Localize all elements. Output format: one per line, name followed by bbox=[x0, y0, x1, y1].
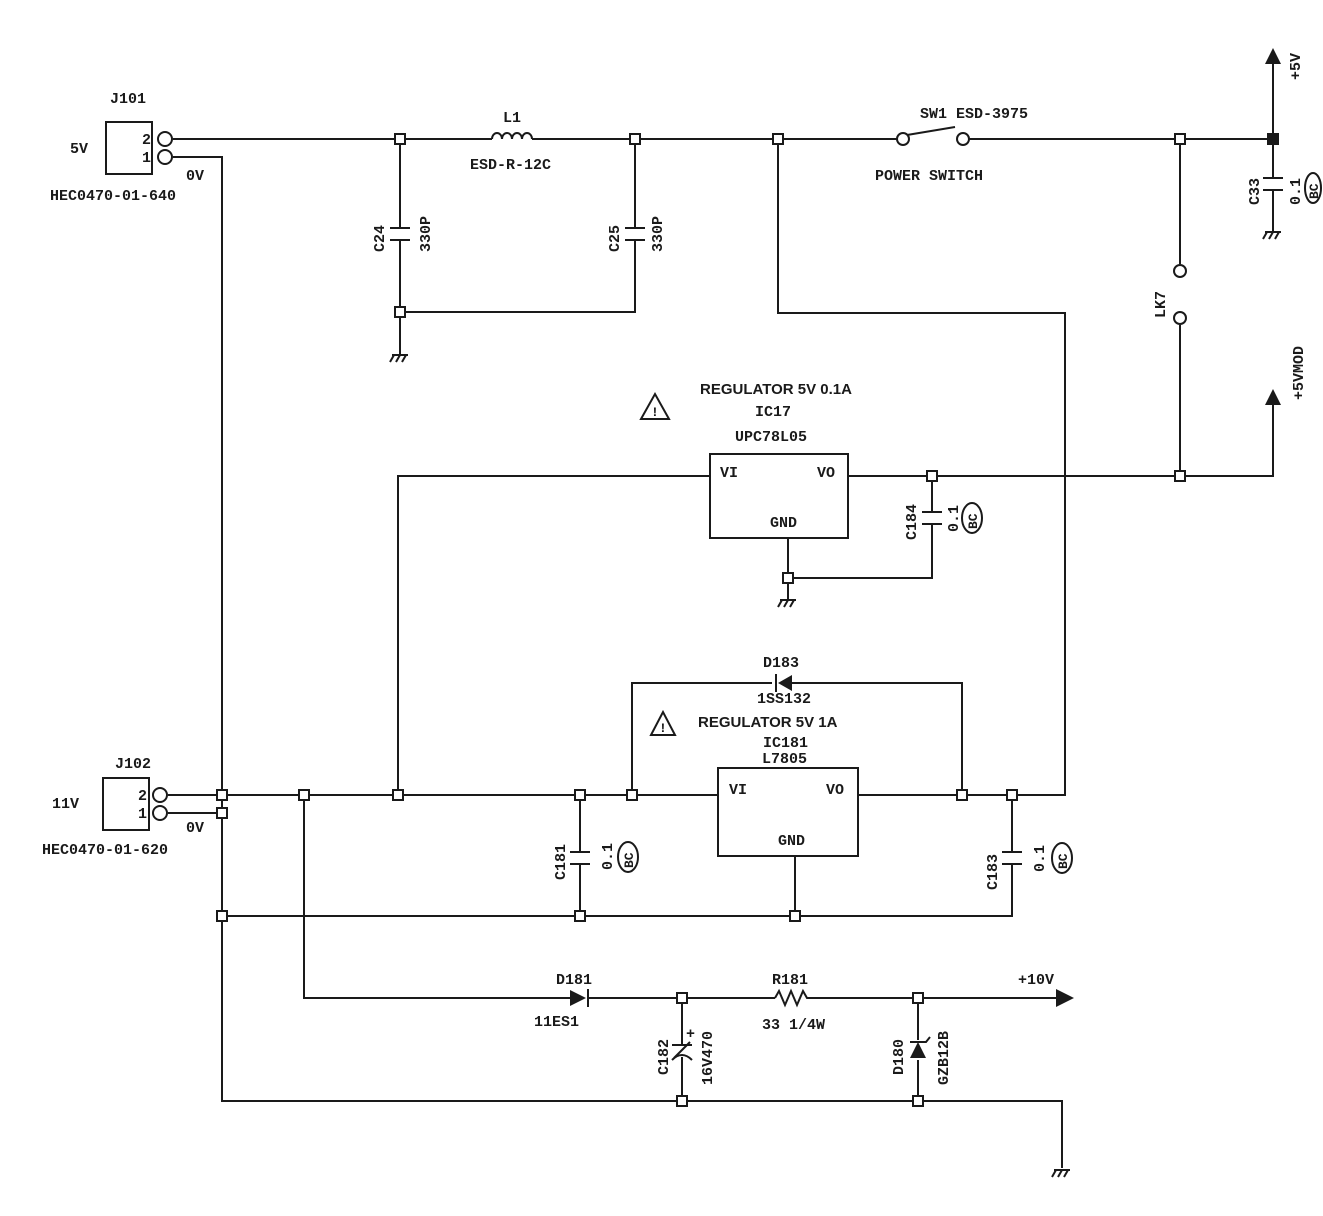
sw1-ref: SW1 ESD-3975 bbox=[920, 106, 1028, 123]
j101-part: HEC0470-01-640 bbox=[50, 188, 176, 205]
caution-icon: ! bbox=[639, 391, 671, 420]
ground-icon bbox=[1262, 231, 1281, 240]
c184-ref: C184 bbox=[904, 504, 921, 540]
connector-j101: J101 5V 2 1 0V HEC0470-01-640 bbox=[50, 91, 204, 205]
capacitor-c181: C181 0.1 BC bbox=[553, 841, 639, 880]
junction-nodes bbox=[216, 133, 1279, 1107]
resistor-r181: R181 33 1/4W bbox=[762, 972, 825, 1034]
connector-j102: J102 11V 2 1 0V HEC0470-01-620 bbox=[42, 756, 204, 859]
d181-ref: D181 bbox=[556, 972, 592, 989]
j101-voltage: 5V bbox=[70, 141, 88, 158]
ic181-title: REGULATOR 5V 1A bbox=[698, 714, 838, 731]
j102-voltage: 11V bbox=[52, 796, 79, 813]
c183-ref: C183 bbox=[985, 854, 1002, 890]
ic181-gnd: GND bbox=[778, 833, 805, 850]
ic17-title: REGULATOR 5V 0.1A bbox=[700, 381, 852, 398]
wires bbox=[168, 60, 1274, 1168]
regulator-ic181: ! REGULATOR 5V 1A IC181 L7805 VI VO GND bbox=[649, 709, 859, 857]
plus10v-label: +10V bbox=[1018, 972, 1054, 989]
c33-mark: BC bbox=[1307, 183, 1322, 199]
c25-value: 330P bbox=[650, 216, 667, 252]
j101-pin1: 1 bbox=[142, 150, 151, 167]
c25-ref: C25 bbox=[607, 225, 624, 252]
c182-ref: C182 bbox=[656, 1039, 673, 1075]
j102-part: HEC0470-01-620 bbox=[42, 842, 168, 859]
plus10v-terminal: +10V bbox=[1018, 972, 1074, 1007]
capacitor-c184: C184 0.1 BC bbox=[904, 502, 983, 540]
j101-0v: 0V bbox=[186, 168, 204, 185]
plus5vmod-label: +5VMOD bbox=[1291, 346, 1308, 400]
d181-part: 11ES1 bbox=[534, 1014, 579, 1031]
ic17-gnd: GND bbox=[770, 515, 797, 532]
ground-symbols bbox=[389, 231, 1281, 1178]
c181-ref: C181 bbox=[553, 844, 570, 880]
c181-mark: BC bbox=[622, 852, 637, 868]
ic181-vo: VO bbox=[826, 782, 844, 799]
c24-value: 330P bbox=[418, 216, 435, 252]
c182-value: 16V470 bbox=[700, 1031, 717, 1085]
ic181-part: L7805 bbox=[762, 751, 807, 768]
diode-d183: D183 1SS132 bbox=[757, 655, 811, 708]
d180-part: GZB12B bbox=[936, 1031, 953, 1085]
c184-mark: BC bbox=[966, 513, 981, 529]
diode-d181: D181 11ES1 bbox=[534, 972, 592, 1031]
capacitor-c24: C24 330P bbox=[372, 216, 435, 252]
j102-0v: 0V bbox=[186, 820, 204, 837]
power-switch-sw1: SW1 ESD-3975 POWER SWITCH bbox=[875, 106, 1028, 185]
caution-icon: ! bbox=[649, 709, 677, 736]
inductor-l1: L1 ESD-R-12C bbox=[470, 110, 551, 174]
ic17-part: UPC78L05 bbox=[735, 429, 807, 446]
d183-ref: D183 bbox=[763, 655, 799, 672]
plus5v-terminal: +5V bbox=[1265, 48, 1305, 80]
capacitor-c25: C25 330P bbox=[607, 216, 667, 252]
c181-value: 0.1 bbox=[600, 843, 617, 870]
j102-pin2: 2 bbox=[138, 788, 147, 805]
j101-pin2: 2 bbox=[142, 132, 151, 149]
r181-value: 33 1/4W bbox=[762, 1017, 825, 1034]
ic17-ref: IC17 bbox=[755, 404, 791, 421]
zener-diode-d180: D180 GZB12B bbox=[891, 1031, 953, 1085]
link-lk7: LK7 bbox=[1153, 264, 1187, 325]
d180-ref: D180 bbox=[891, 1039, 908, 1075]
capacitor-c33: C33 0.1 BC bbox=[1247, 172, 1322, 205]
c183-value: 0.1 bbox=[1032, 845, 1049, 872]
c33-value: 0.1 bbox=[1288, 178, 1305, 205]
l1-part: ESD-R-12C bbox=[470, 157, 551, 174]
c33-ref: C33 bbox=[1247, 178, 1264, 205]
c183-mark: BC bbox=[1056, 853, 1071, 869]
ic17-vo: VO bbox=[817, 465, 835, 482]
capacitor-c182: + C182 16V470 bbox=[656, 1026, 717, 1085]
ic181-vi: VI bbox=[729, 782, 747, 799]
l1-ref: L1 bbox=[503, 110, 521, 127]
lk7-label: LK7 bbox=[1153, 291, 1170, 318]
ground-icon bbox=[777, 599, 796, 608]
sw1-desc: POWER SWITCH bbox=[875, 168, 983, 185]
d183-part: 1SS132 bbox=[757, 691, 811, 708]
j102-pin1: 1 bbox=[138, 806, 147, 823]
capacitor-c183: C183 0.1 BC bbox=[985, 842, 1073, 890]
c24-ref: C24 bbox=[372, 225, 389, 252]
j102-ref: J102 bbox=[115, 756, 151, 773]
c182-polarity: + bbox=[686, 1026, 695, 1043]
svg-text:!: ! bbox=[659, 721, 667, 736]
c184-value: 0.1 bbox=[946, 505, 963, 532]
ic181-ref: IC181 bbox=[763, 735, 808, 752]
plus5v-label: +5V bbox=[1288, 53, 1305, 80]
j101-ref: J101 bbox=[110, 91, 146, 108]
ground-icon bbox=[389, 354, 408, 363]
plus5vmod-terminal: +5VMOD bbox=[1265, 346, 1308, 405]
r181-ref: R181 bbox=[772, 972, 808, 989]
svg-text:!: ! bbox=[651, 405, 659, 420]
regulator-ic17: ! REGULATOR 5V 0.1A IC17 UPC78L05 VI VO … bbox=[639, 381, 852, 539]
ground-icon bbox=[1051, 1169, 1070, 1178]
ic17-vi: VI bbox=[720, 465, 738, 482]
